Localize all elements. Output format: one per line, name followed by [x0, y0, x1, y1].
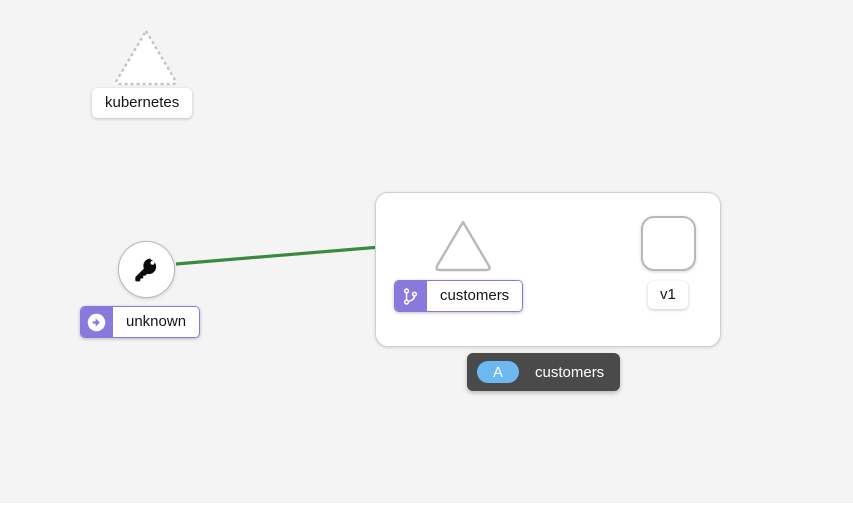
node-label-kubernetes[interactable]: kubernetes	[92, 88, 193, 118]
service-triangle-icon[interactable]	[112, 26, 180, 88]
key-icon	[135, 258, 157, 282]
node-label-unknown[interactable]: unknown	[80, 306, 201, 338]
node-customers-service[interactable]	[432, 218, 494, 274]
workload-square-icon[interactable]	[641, 216, 696, 271]
node-label-v1[interactable]: v1	[648, 281, 688, 309]
node-label-text: customers	[426, 281, 523, 311]
arrow-right-circle-icon	[81, 307, 112, 337]
git-branch-icon	[395, 281, 426, 311]
node-label-text: kubernetes	[105, 94, 180, 111]
tooltip-label: customers	[535, 363, 605, 381]
node-unknown[interactable]	[118, 241, 175, 298]
tooltip-badge: A	[477, 361, 519, 383]
node-label-customers-service[interactable]: customers	[394, 280, 524, 312]
node-label-text: v1	[660, 286, 676, 303]
tooltip-customers: A customers	[467, 353, 621, 391]
node-label-text: unknown	[112, 307, 200, 337]
